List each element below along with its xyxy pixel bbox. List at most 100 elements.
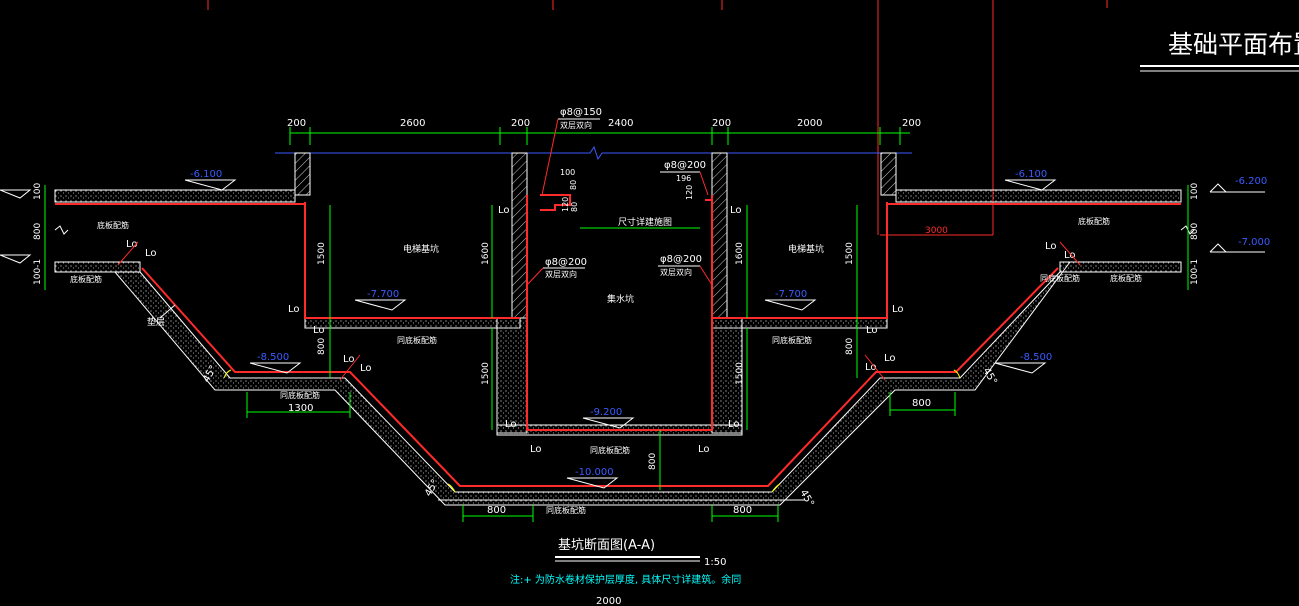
dim-3000-group: 3000 bbox=[925, 226, 948, 236]
dim-1600b: 1600 bbox=[735, 242, 745, 265]
lo-16: Lo bbox=[884, 353, 896, 364]
dim-800f: 800 bbox=[912, 398, 931, 409]
excavation-section bbox=[114, 261, 1071, 506]
left-dim-800: 800 bbox=[33, 223, 43, 240]
elev-8: -8.500 bbox=[1020, 352, 1052, 363]
dim-120b-small: 120 bbox=[685, 185, 694, 200]
pit-outlines bbox=[304, 194, 888, 436]
elevation-labels: -6.100 -6.100 -6.200 -7.000 -7.700 -7.70… bbox=[190, 169, 1270, 478]
lo-12: Lo bbox=[728, 419, 740, 430]
slab-label-8: 同底板配筋 bbox=[590, 445, 630, 455]
slab-label-1: 底板配筋 bbox=[97, 220, 129, 230]
lo-7: Lo bbox=[498, 205, 510, 216]
dim-top-4: 200 bbox=[712, 118, 731, 129]
lo-5: Lo bbox=[343, 354, 355, 365]
top-dimension-chain: 200 2600 200 2400 200 2000 200 bbox=[287, 118, 921, 145]
dim-top-5: 2000 bbox=[797, 118, 822, 129]
elev-4: -7.000 bbox=[1238, 237, 1270, 248]
rebar-mid-left-sub: 双层双向 bbox=[545, 269, 577, 279]
zone-labels: 电梯基坑 电梯基坑 集水坑 垫层 bbox=[147, 243, 824, 328]
elev-5: -7.700 bbox=[367, 289, 399, 300]
rebar-top-left: φ8@150 bbox=[560, 107, 602, 118]
rebar-top-right: φ8@200 bbox=[664, 160, 706, 171]
left-dim-100: 100 bbox=[33, 183, 43, 200]
ground-reference-line bbox=[275, 145, 912, 161]
elev-1: -6.100 bbox=[190, 169, 222, 180]
dim-1500c: 1500 bbox=[481, 362, 491, 385]
elev-6: -7.700 bbox=[775, 289, 807, 300]
lo-8: Lo bbox=[730, 205, 742, 216]
dim-3000: 3000 bbox=[925, 226, 948, 236]
rebar-annotations: φ8@150 双层双向 φ8@200 196 φ8@200 双层双向 φ8@20… bbox=[526, 107, 713, 286]
dim-top-0: 200 bbox=[287, 118, 306, 129]
slab-label-2: 底板配筋 bbox=[70, 274, 102, 284]
slab-label-7: 同底板配筋 bbox=[280, 390, 320, 400]
elev-7: -8.500 bbox=[257, 352, 289, 363]
rebar-top-left-sub: 双层双向 bbox=[560, 120, 592, 130]
dim-top-1: 2600 bbox=[400, 118, 425, 129]
dim-800e: 800 bbox=[648, 453, 658, 470]
dim-800h: 800 bbox=[733, 505, 752, 516]
rebar-mid-left: φ8@200 bbox=[545, 257, 587, 268]
right-dim-100b: 100-1 bbox=[1190, 259, 1200, 285]
slab-label-4: 底板配筋 bbox=[1110, 273, 1142, 283]
zone-elevator-left: 电梯基坑 bbox=[403, 243, 439, 255]
dim-80b-small: 80 bbox=[570, 202, 579, 212]
dim-top-2: 200 bbox=[511, 118, 530, 129]
section-caption: 基坑断面图(A-A) 1:50 注:+ 为防水卷材保护层厚度, 具体尺寸详建筑。… bbox=[510, 538, 741, 606]
section-title: 基坑断面图(A-A) bbox=[558, 538, 655, 553]
lo-6: Lo bbox=[360, 363, 372, 374]
zone-elevator-right: 电梯基坑 bbox=[788, 243, 824, 255]
lo-13: Lo bbox=[866, 325, 878, 336]
elev-2: -6.100 bbox=[1015, 169, 1047, 180]
dim-1600a: 1600 bbox=[481, 242, 491, 265]
dim-120-small: 120 bbox=[561, 197, 570, 212]
inner-dims: 1500 1600 1600 1500 800 1500 1500 800 80… bbox=[317, 205, 858, 490]
zone-sump: 集水坑 bbox=[607, 293, 634, 305]
title-block: 基础平面布置图 bbox=[1140, 30, 1299, 72]
elev-9: -9.200 bbox=[590, 407, 622, 418]
rebar-mid-right-sub: 双层双向 bbox=[660, 267, 692, 277]
angle-3: 45° bbox=[797, 488, 815, 509]
left-upper-slab bbox=[54, 189, 305, 273]
slab-labels: 底板配筋 底板配筋 底板配筋 底板配筋 同底板配筋 同底板配筋 同底板配筋 同底… bbox=[70, 216, 1142, 515]
dim-top-6: 200 bbox=[902, 118, 921, 129]
bottom-dims: 1300 800 800 800 bbox=[246, 392, 956, 522]
dim-800c: 800 bbox=[317, 338, 327, 355]
dim-1300: 1300 bbox=[288, 403, 313, 414]
drawing-title: 基础平面布置图 bbox=[1168, 30, 1299, 59]
rebar-top-right-sub: 196 bbox=[676, 174, 691, 183]
right-dim-800: 800 bbox=[1190, 223, 1200, 240]
right-upper-slab bbox=[886, 189, 1182, 273]
lo-2: Lo bbox=[145, 248, 157, 259]
elev-3: -6.200 bbox=[1235, 176, 1267, 187]
dim-100-small: 100 bbox=[560, 168, 575, 177]
slab-label-9: 同底板配筋 bbox=[546, 505, 586, 515]
slab-label-5: 同底板配筋 bbox=[397, 335, 437, 345]
lo-3: Lo bbox=[288, 304, 300, 315]
note-text: 注:+ 为防水卷材保护层厚度, 具体尺寸详建筑。余同 bbox=[510, 573, 741, 586]
scale-label: 1:50 bbox=[704, 557, 726, 568]
right-dim-100: 100 bbox=[1190, 183, 1200, 200]
lo-1: Lo bbox=[126, 239, 138, 250]
lo-11: Lo bbox=[698, 444, 710, 455]
lo-14: Lo bbox=[892, 304, 904, 315]
left-dim-100b: 100-1 bbox=[33, 259, 43, 285]
detail-dims: 100 80 120 80 120 尺寸详建施图 bbox=[560, 168, 700, 229]
dim-800g: 800 bbox=[487, 505, 506, 516]
slab-label-10: 同底板配筋 bbox=[1040, 273, 1080, 283]
lo-17: Lo bbox=[1045, 241, 1057, 252]
anchorage-lines bbox=[117, 241, 1081, 381]
slab-label-6: 同底板配筋 bbox=[772, 335, 812, 345]
rebar-mid-right: φ8@200 bbox=[660, 254, 702, 265]
lo-10: Lo bbox=[530, 444, 542, 455]
dim-1500a: 1500 bbox=[317, 242, 327, 265]
lo-18: Lo bbox=[1064, 250, 1076, 261]
elevation-markers bbox=[184, 179, 1057, 489]
right-edge-dims: 100 800 100-1 bbox=[1187, 183, 1265, 290]
left-edge-dims: 100 800 100-1 bbox=[0, 183, 46, 290]
dim-80-small: 80 bbox=[569, 180, 578, 190]
lo-4: Lo bbox=[313, 325, 325, 336]
lo-9: Lo bbox=[505, 419, 517, 430]
